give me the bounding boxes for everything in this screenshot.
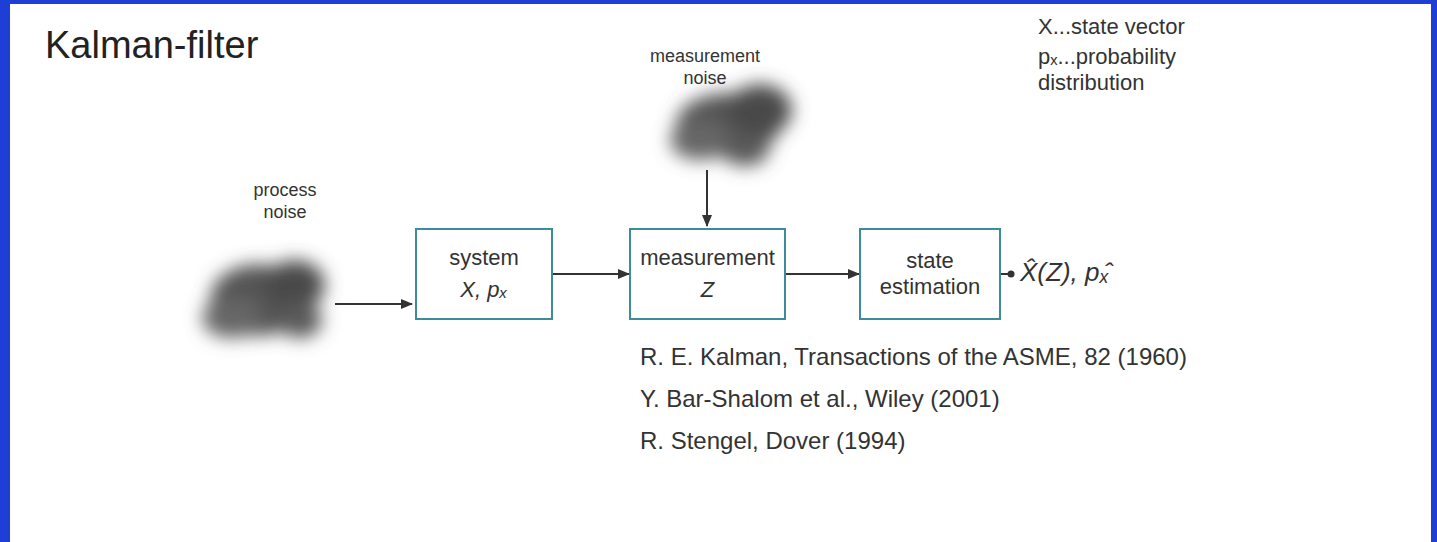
node-label: measurement — [640, 245, 775, 271]
node-label: system — [449, 245, 519, 271]
noise-label: measurement noise — [650, 46, 760, 89]
measurement-box: measurementZ — [629, 228, 786, 320]
estimation-box: state estimation — [859, 228, 1001, 320]
noise-arrow — [335, 303, 412, 305]
slide-border — [0, 0, 10, 542]
slide-title: Kalman-filter — [45, 24, 258, 67]
flow-arrow — [553, 273, 629, 275]
reference: R. E. Kalman, Transactions of the ASME, … — [640, 343, 1340, 372]
noise-arrow — [706, 170, 708, 226]
node-symbol: Z — [701, 277, 714, 303]
process-noise-cloud — [202, 260, 325, 338]
output-label: X̂(Z), pₓ̂ — [1020, 257, 1220, 288]
flow-arrow — [786, 273, 859, 275]
system-box: system X, pₓ — [415, 228, 553, 320]
noise-label: process noise — [240, 180, 330, 223]
slide-border — [1431, 0, 1437, 542]
node-symbol: X, pₓ — [460, 277, 508, 303]
legend-note: pₓ...probability distribution — [1038, 44, 1238, 97]
output-dot — [1008, 271, 1015, 278]
node-label: state estimation — [869, 248, 991, 301]
reference: R. Stengel, Dover (1994) — [640, 427, 1340, 456]
slide-border — [0, 0, 1437, 4]
legend-note: X...state vector — [1038, 14, 1298, 40]
reference: Y. Bar-Shalom et al., Wiley (2001) — [640, 385, 1340, 414]
measurement-noise-cloud — [670, 84, 792, 166]
